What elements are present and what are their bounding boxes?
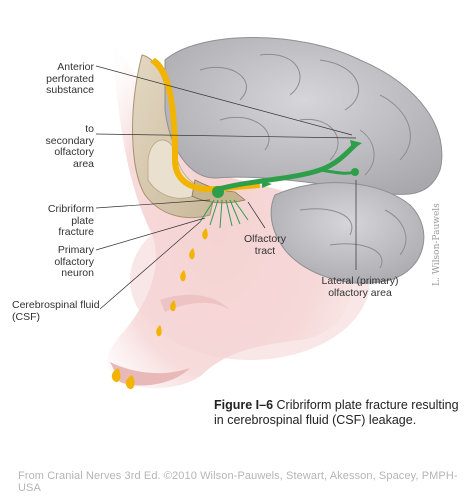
artist-signature: L. Wilson-Pauwels <box>432 203 442 286</box>
label-cerebrospinal-fluid: Cerebrospinal fluid (CSF) <box>12 299 100 323</box>
figure-number: Figure I–6 <box>214 398 274 412</box>
leader-lines <box>95 65 357 310</box>
figure-caption: Figure I–6 Cribriform plate fracture res… <box>214 398 464 428</box>
label-anterior-perforated-substance: Anterior perforated substance <box>46 61 94 96</box>
label-olfactory-tract: Olfactory tract <box>243 233 286 257</box>
csf-layer <box>150 58 260 193</box>
temporal-lobe <box>270 182 425 284</box>
gyri-lines <box>199 54 411 269</box>
tract-arrow-2 <box>262 181 272 188</box>
nasal-fold <box>160 294 230 312</box>
label-lateral-olfactory-area: Lateral (primary) olfactory area <box>321 275 399 299</box>
label-secondary-olfactory-area: to secondary olfactory area <box>45 123 94 170</box>
frontal-lobe <box>164 37 443 195</box>
lateral-area-dot <box>351 168 359 176</box>
olfactory-nerve-fibers <box>199 199 249 229</box>
olfactory-tract <box>214 143 357 193</box>
tract-arrow-1 <box>350 140 362 150</box>
label-primary-olfactory-neuron: Primary olfactory neuron <box>54 244 94 279</box>
copyright-credit: From Cranial Nerves 3rd Ed. ©2010 Wilson… <box>18 470 458 494</box>
figure-caption-text: Cribriform plate fracture resulting in c… <box>214 398 459 427</box>
label-cribriform-plate-fracture: Cribriform plate fracture <box>47 203 94 238</box>
olfactory-bulb <box>212 186 224 198</box>
csf-drops <box>111 228 208 390</box>
